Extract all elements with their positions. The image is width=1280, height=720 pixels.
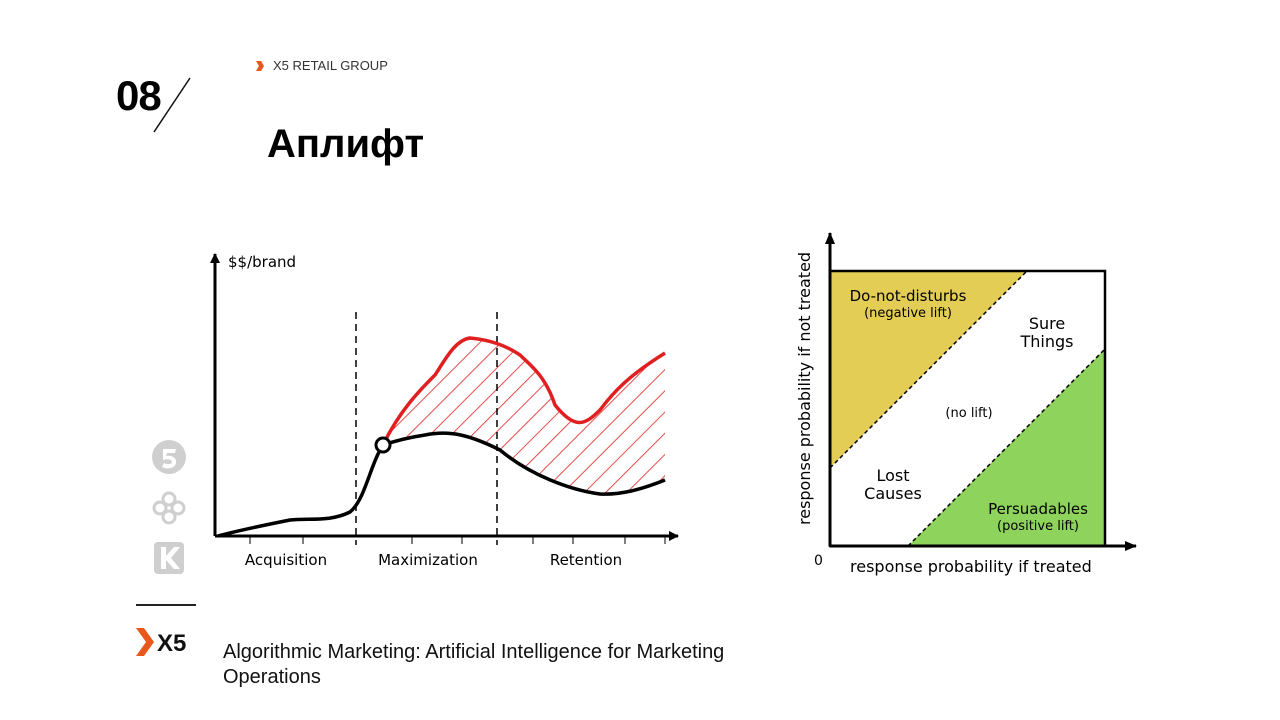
slide-title: Аплифт xyxy=(267,122,425,166)
x-axis-ticks xyxy=(249,536,666,544)
sure-things-label-2: Things xyxy=(1020,332,1074,351)
quadrant-y-axis-label: response probability if not treated xyxy=(795,252,814,525)
footer-caption: Algorithmic Marketing: Artificial Intell… xyxy=(223,641,725,688)
uplift-hatched-area xyxy=(383,338,665,495)
positive-lift-boundary xyxy=(907,348,1106,547)
phase-label-maximization: Maximization xyxy=(378,551,478,569)
do-not-disturbs-region xyxy=(830,271,1027,468)
pyaterochka-logo-icon xyxy=(152,440,186,474)
brand-header: X5 RETAIL GROUP xyxy=(255,58,388,73)
y-axis-label: $$/brand xyxy=(228,253,296,271)
quadrant-origin-label: 0 xyxy=(814,553,823,569)
lost-causes-label-1: Lost xyxy=(876,466,909,485)
red-uplift-curve xyxy=(381,336,666,446)
curve-divergence-point xyxy=(374,436,392,454)
slide-number: 08 xyxy=(116,72,162,119)
quadrant-x-axis-label: response probability if treated xyxy=(850,557,1092,576)
persuadables-label: Persuadables xyxy=(988,500,1088,518)
negative-lift-boundary xyxy=(829,270,1028,469)
x5-logo-icon: X5 xyxy=(136,628,186,657)
phase-label-acquisition: Acquisition xyxy=(245,551,327,569)
slash-icon xyxy=(153,77,191,133)
persuadables-region xyxy=(908,349,1105,546)
x5-logo-text: X5 xyxy=(157,630,186,657)
karusel-logo-icon xyxy=(154,542,184,574)
no-lift-label: (no lift) xyxy=(945,406,992,421)
lost-causes-label-2: Causes xyxy=(864,484,922,503)
sure-things-label-1: Sure xyxy=(1029,314,1065,333)
black-baseline-curve xyxy=(217,431,666,538)
phase-label-retention: Retention xyxy=(550,551,622,569)
uplift-quadrant-diagram: Do-not-disturbs (negative lift) Sure Thi… xyxy=(795,232,1137,576)
do-not-disturbs-label: Do-not-disturbs xyxy=(850,287,967,305)
do-not-disturbs-sublabel: (negative lift) xyxy=(864,306,952,321)
brand-header-text: X5 RETAIL GROUP xyxy=(273,58,388,73)
customer-lifecycle-diagram: $$/brand Acquisition Maximization Retent… xyxy=(210,253,679,569)
perekrestok-logo-icon xyxy=(152,491,186,525)
chevron-right-icon xyxy=(256,60,264,71)
footer-divider xyxy=(136,604,196,606)
persuadables-sublabel: (positive lift) xyxy=(997,519,1079,534)
